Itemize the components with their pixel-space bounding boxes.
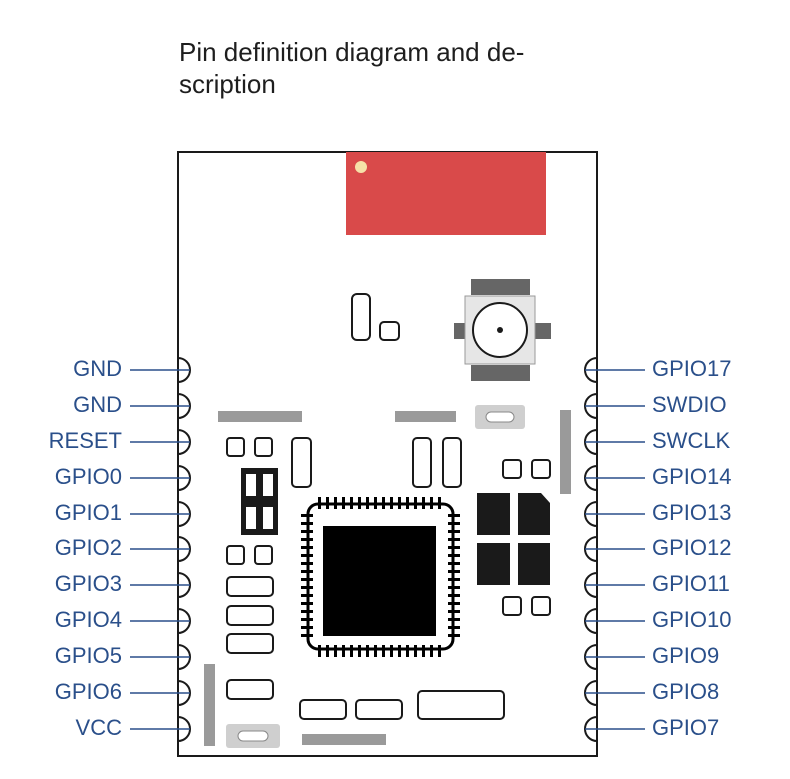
pin-label-left-10: GPIO6 — [54, 679, 122, 704]
pin-label-right-9: GPIO9 — [652, 643, 720, 668]
pin-label-left-8: GPIO4 — [54, 607, 122, 632]
silkscreen-bars — [204, 410, 571, 746]
pin-label-right-8: GPIO10 — [652, 607, 732, 632]
pin-label-left-2: GND — [73, 392, 122, 417]
pin-label-right-1: GPIO17 — [652, 356, 732, 381]
pin-label-right-5: GPIO13 — [652, 500, 732, 525]
antenna-block — [346, 152, 546, 235]
left-leader-lines — [130, 369, 190, 730]
switch-component — [226, 724, 280, 748]
antenna-connector — [454, 279, 551, 381]
right-leader-lines — [585, 369, 645, 730]
main-chip — [301, 497, 460, 657]
pin-label-right-2: SWDIO — [652, 392, 727, 417]
pin-label-left-4: GPIO0 — [54, 464, 122, 489]
pin-label-right-11: GPIO7 — [652, 715, 720, 740]
antenna-dot — [355, 161, 367, 173]
component-pad — [351, 293, 371, 341]
switch-component — [475, 405, 525, 429]
pin-label-left-7: GPIO3 — [54, 571, 122, 596]
component-pad — [379, 321, 400, 341]
pin-label-left-11: VCC — [75, 715, 122, 740]
diagram-title: Pin definition diagram and de- scription — [179, 37, 525, 99]
pin-label-left-3: RESET — [48, 428, 122, 453]
pin-label-right-3: SWCLK — [652, 428, 731, 453]
pin-label-right-6: GPIO12 — [652, 535, 732, 560]
module-board-outline — [177, 151, 598, 757]
pin-label-left-6: GPIO2 — [54, 535, 122, 560]
passive-components — [226, 437, 551, 720]
crystal-oscillator — [477, 493, 550, 585]
pin-label-right-7: GPIO11 — [652, 571, 730, 596]
pin-label-left-1: GND — [73, 356, 122, 381]
pin-label-right-10: GPIO8 — [652, 679, 720, 704]
pin-label-left-9: GPIO5 — [54, 643, 122, 668]
small-ic — [241, 468, 278, 535]
pin-label-right-4: GPIO14 — [652, 464, 732, 489]
pin-label-left-5: GPIO1 — [54, 500, 122, 525]
